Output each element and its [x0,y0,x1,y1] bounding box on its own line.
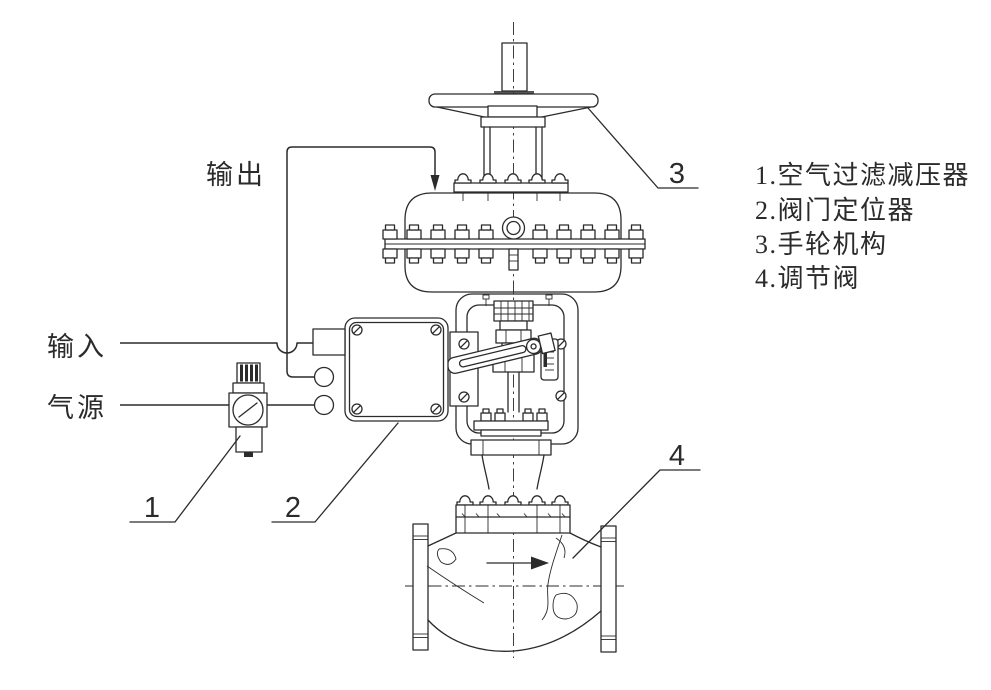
output-signal-line [286,146,436,378]
callout-4: 4 [669,440,685,472]
callout-2: 2 [285,492,301,524]
actuator-drawing [382,173,646,293]
callout-1: 1 [144,492,160,524]
handwheel-mechanism-drawing [428,42,599,184]
leader-4 [572,469,701,559]
legend-line-3: 3.手轮机构 [755,230,888,259]
positioner-output-port [313,366,335,388]
output-arrowhead-icon [430,175,440,191]
output-label: 输出 [206,160,266,190]
filter-bowl [235,426,263,453]
leader-1 [129,435,241,523]
air-filter-regulator-drawing [228,362,268,457]
input-signal-line [120,342,313,354]
signal-lines [120,146,440,406]
positioner-supply-port [313,394,335,416]
valve-body-drawing [412,523,617,653]
leader-3 [587,107,699,189]
legend-line-1: 1.空气过滤减压器 [755,161,970,190]
callout-leaders [129,107,701,559]
air-source-label: 气源 [47,393,107,423]
valve-positioner-drawing [312,317,449,422]
leader-2 [271,422,399,523]
eyebolt [501,216,526,240]
input-label: 输入 [47,332,107,362]
legend-line-2: 2.阀门定位器 [755,196,915,225]
feedback-lever [446,332,556,374]
yoke-drawing [446,293,579,456]
positioner-terminal-block [312,328,346,356]
diagram-text: 输出 输入 气源 1 2 3 4 1.空气过滤减压器 2.阀门定位器 3.手轮机… [47,158,970,524]
flow-arrow-icon [531,556,549,570]
bonnet-drawing [455,454,571,534]
legend-line-4: 4.调节阀 [755,264,860,293]
callout-3: 3 [669,158,685,190]
